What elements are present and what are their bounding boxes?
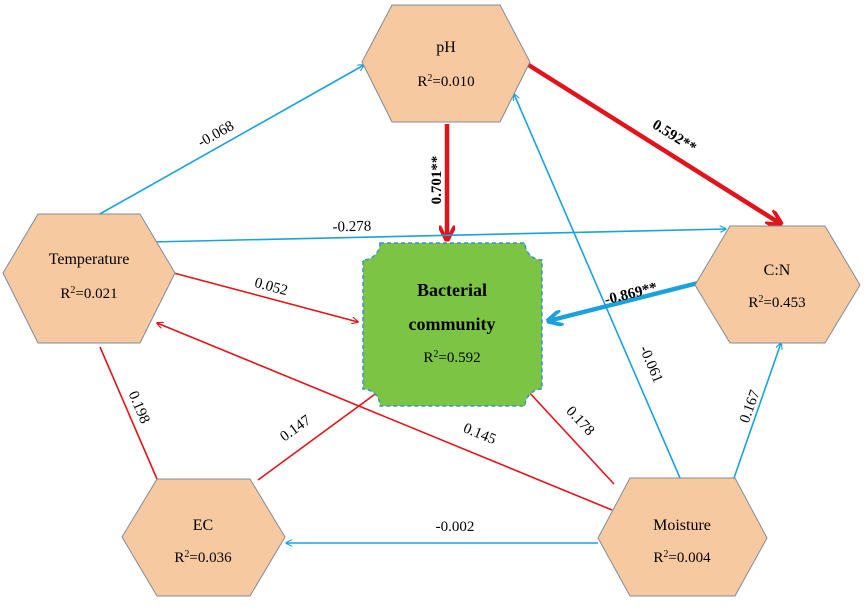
edge-moisture-cn [733,343,781,479]
edge-label-ph-cn: 0.592** [649,117,699,156]
node-ec-r2: R2=0.036 [174,549,232,567]
edge-moisture-temperature [157,323,613,511]
edges [97,62,781,543]
edge-label-ph-bacterial: 0.701** [429,156,445,205]
node-ph-r2: R2=0.010 [417,73,474,91]
node-ph-shape [361,4,531,123]
edge-temperature-bacterial [169,271,358,322]
edge-label-temperature-ph: -0.068 [195,118,237,151]
node-temperature-name: Temperature [49,251,130,268]
node-ec-shape [121,478,286,597]
node-bacterial-community: Bacterial community R2=0.592 [362,242,543,407]
edge-label-moisture-ph: -0.061 [636,343,666,385]
edge-moisture-ph [514,94,681,479]
node-bacterial-community-r2: R2=0.592 [423,349,480,367]
edge-label-moisture-temperature: 0.145 [461,421,498,448]
edge-cn-bacterial [548,280,699,321]
node-moisture-name: Moisture [653,517,711,534]
node-bacterial-community-name-line2: community [409,314,496,334]
node-ec: EC R2=0.036 [121,478,286,597]
node-moisture-r2: R2=0.004 [653,549,711,567]
node-ec-name: EC [193,517,213,534]
edge-label-temperature-ec: 0.198 [125,389,153,426]
node-ph-name: pH [436,39,456,56]
node-bacterial-community-name-line1: Bacterial [417,280,487,300]
node-bacterial-community-shape [362,242,543,407]
node-cn: C:N R2=0.453 [694,225,861,344]
node-moisture-shape [597,477,768,597]
edge-temperature-ph [97,65,364,216]
edge-label-temperature-cn: -0.278 [332,219,371,236]
edge-temperature-cn [149,229,726,243]
node-temperature-r2: R2=0.021 [60,285,117,303]
node-ph: pH R2=0.010 [361,4,531,123]
node-cn-r2: R2=0.453 [748,294,805,312]
node-temperature: Temperature R2=0.021 [2,213,176,344]
edge-label-cn-bacterial: -0.869** [603,280,659,309]
edge-label-ec-bacterial: 0.147 [277,412,314,445]
edge-temperature-ec [99,346,160,486]
node-cn-name: C:N [764,262,791,279]
edge-moisture-bacterial [527,390,615,485]
node-temperature-shape [2,213,176,344]
node-cn-shape [694,225,861,344]
node-moisture: Moisture R2=0.004 [597,477,768,597]
edge-label-moisture-ec: -0.002 [436,519,475,535]
edge-ph-cn [525,62,781,224]
edge-ec-bacterial [257,389,382,481]
